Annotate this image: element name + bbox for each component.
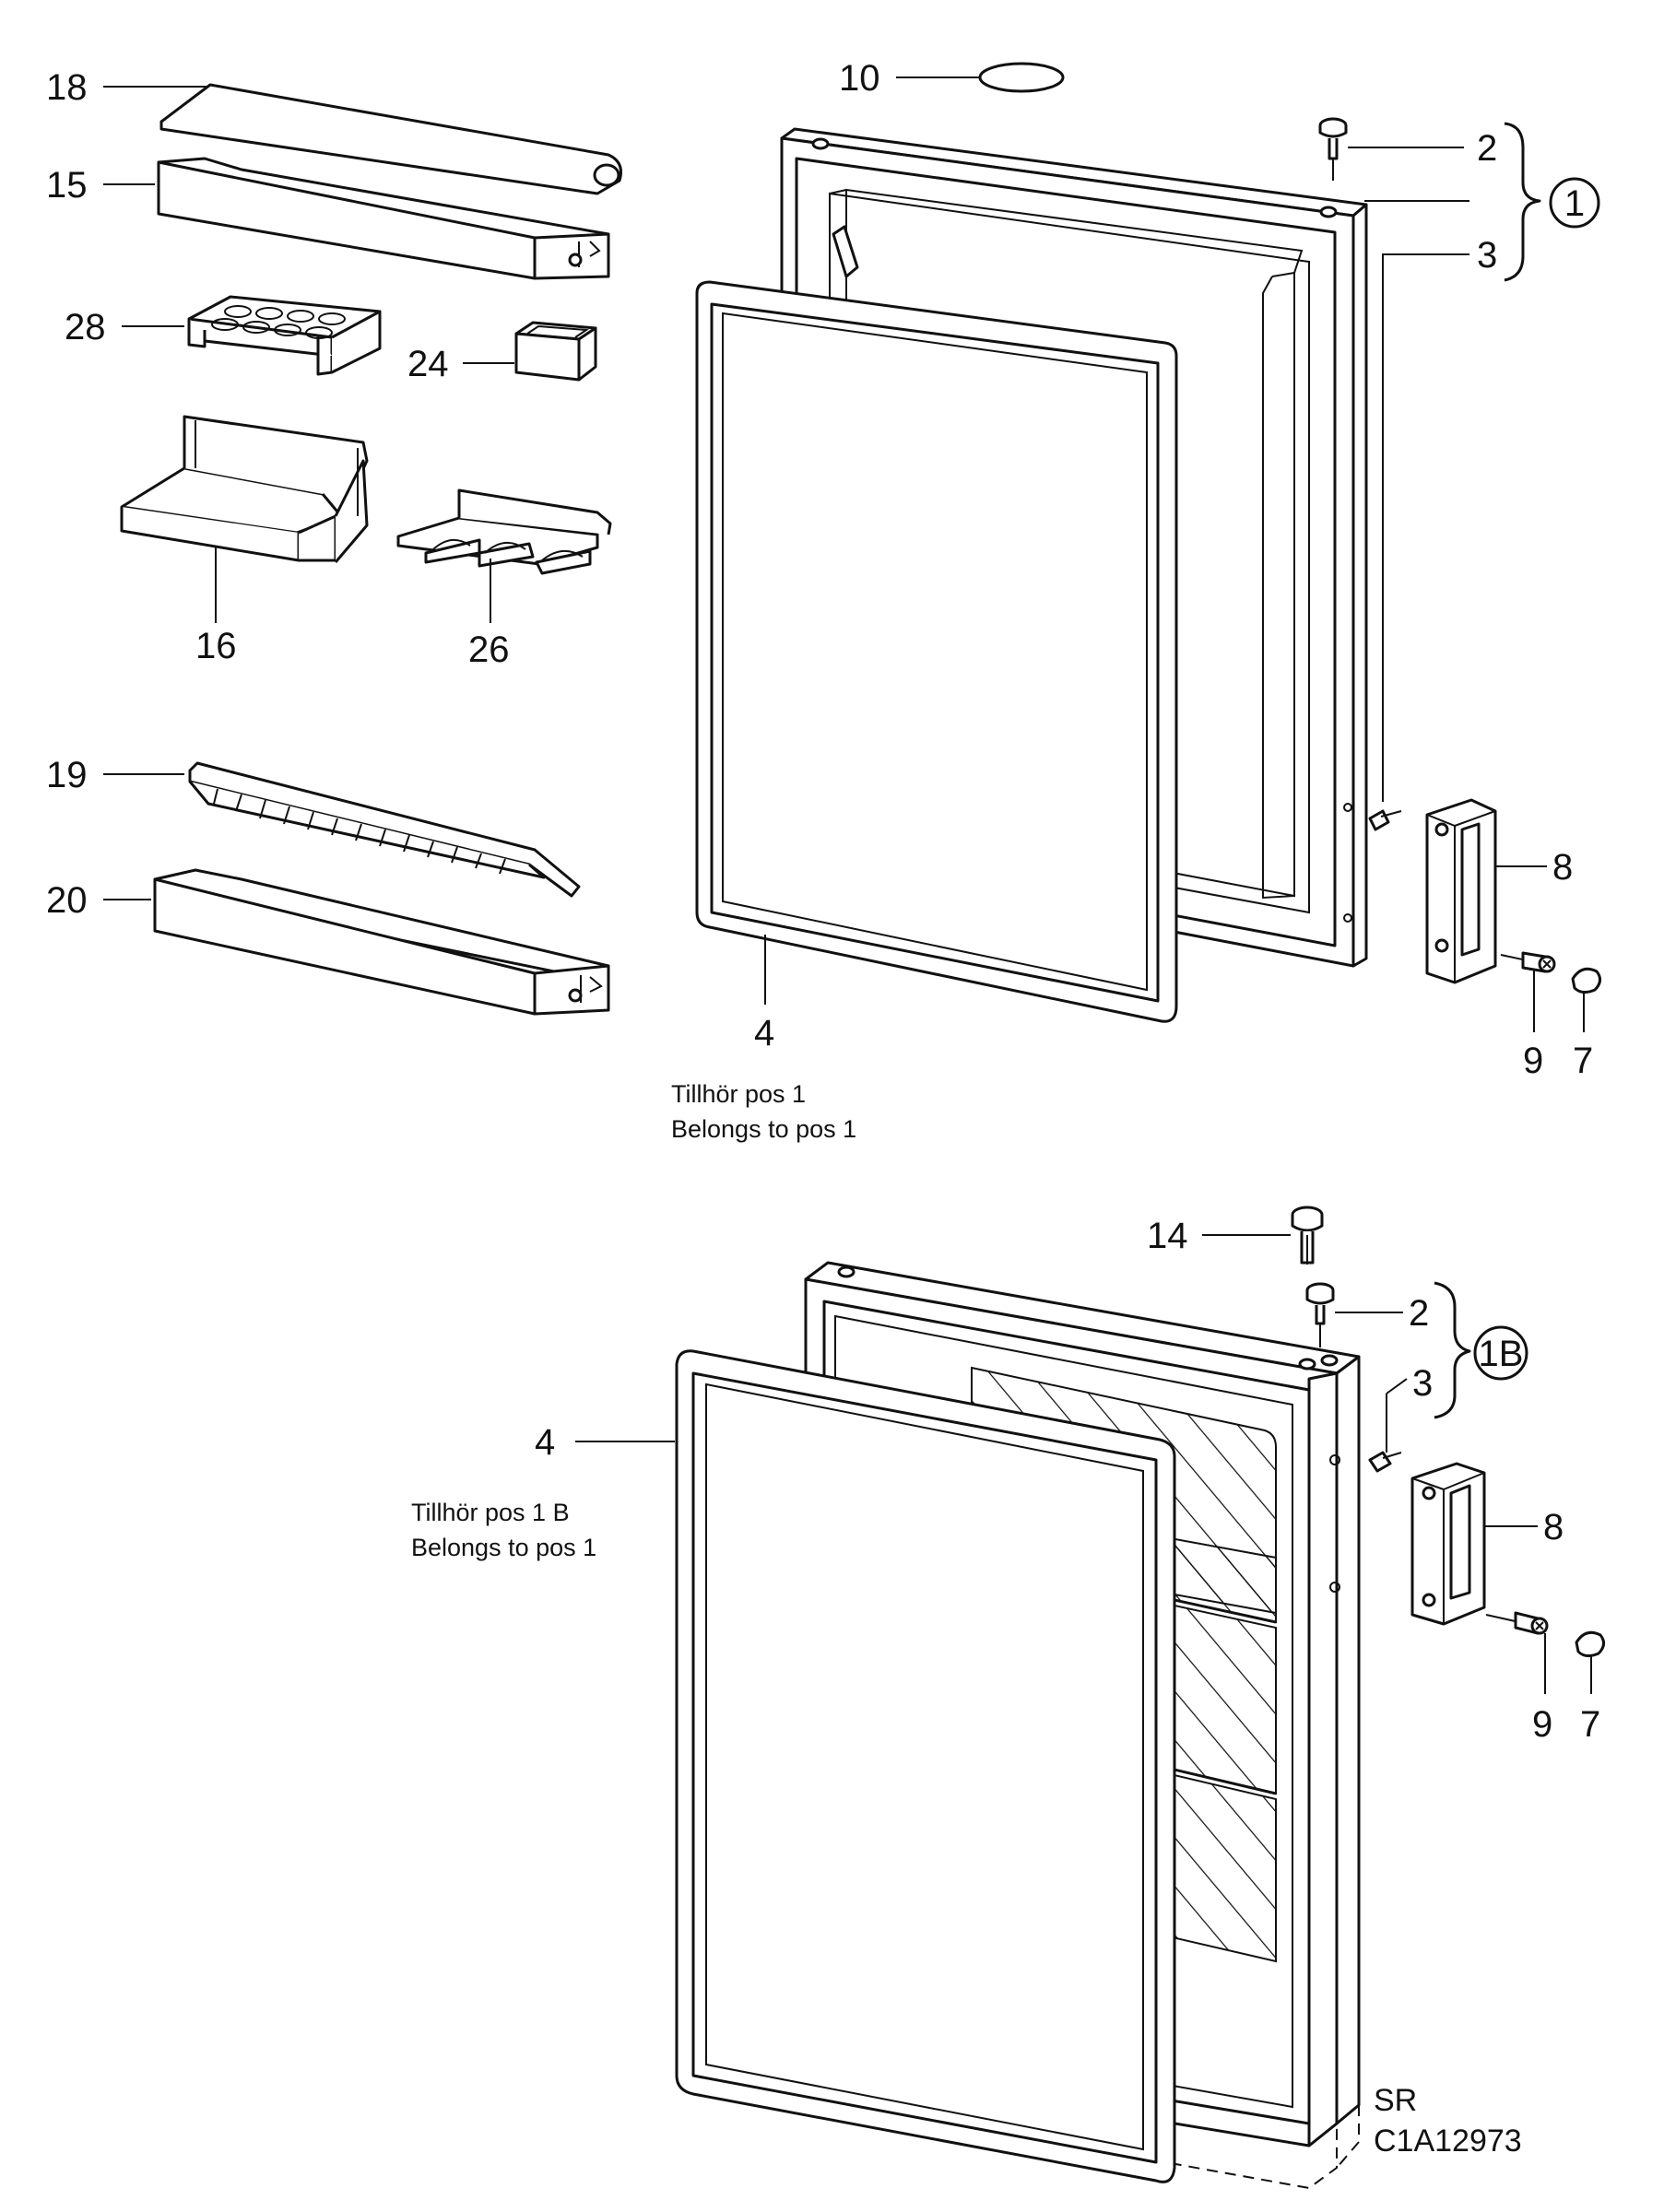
leader-3a — [1382, 253, 1469, 802]
label-20: 20 — [46, 880, 88, 921]
label-18: 18 — [46, 67, 88, 108]
part-24-small-cup — [514, 321, 597, 382]
label-7b: 7 — [1580, 1704, 1600, 1745]
label-10: 10 — [839, 58, 880, 99]
note-bottom-en: Belongs to pos 1 — [411, 1534, 596, 1561]
label-3b: 3 — [1412, 1363, 1433, 1404]
part-7b-cap — [1575, 1630, 1605, 1658]
label-24: 24 — [407, 344, 449, 384]
part-18-shelf-lid — [159, 83, 622, 195]
label-19: 19 — [46, 755, 88, 795]
label-2a: 2 — [1477, 128, 1497, 169]
label-4a: 4 — [754, 1013, 774, 1053]
part-7-cap — [1571, 967, 1601, 994]
note-bottom-sv: Tillhör pos 1 B — [411, 1499, 570, 1526]
note-top-en: Belongs to pos 1 — [671, 1115, 856, 1143]
part-20-door-shelf — [153, 868, 610, 1016]
ref-code-line-2: C1A12973 — [1374, 2124, 1522, 2159]
brace-1b — [1434, 1281, 1471, 1419]
label-16: 16 — [195, 626, 237, 666]
leader-3b — [1386, 1378, 1408, 1394]
part-8b-door-handle — [1410, 1462, 1486, 1626]
part-8-door-handle — [1425, 798, 1497, 984]
part-10-plug — [978, 62, 1065, 93]
ref-code-line-1: SR — [1374, 2083, 1417, 2118]
label-c1b: 1B — [1479, 1334, 1524, 1374]
label-3a: 3 — [1477, 235, 1497, 276]
label-2b: 2 — [1409, 1293, 1429, 1334]
label-7a: 7 — [1573, 1041, 1593, 1081]
brace-1 — [1504, 122, 1541, 282]
part-4b-door-gasket — [675, 1349, 1176, 2183]
label-14: 14 — [1147, 1216, 1188, 1256]
label-28: 28 — [65, 307, 106, 347]
part-28-egg-tray — [187, 295, 382, 376]
part-4-door-gasket — [695, 280, 1178, 1023]
label-9b: 9 — [1532, 1704, 1552, 1745]
label-9a: 9 — [1523, 1041, 1543, 1081]
part-2b-hinge-pin — [1305, 1282, 1335, 1347]
label-26: 26 — [468, 629, 510, 670]
label-15: 15 — [46, 165, 88, 206]
label-4b: 4 — [535, 1422, 555, 1463]
part-3-screw — [1368, 809, 1402, 831]
part-15-door-shelf — [157, 157, 610, 280]
part-3b-screw — [1368, 1394, 1402, 1473]
part-19-shelf-guard — [188, 761, 581, 898]
part-9b-screw — [1485, 1611, 1549, 1635]
assembly-1b-circle — [1473, 1325, 1528, 1381]
label-c1: 1 — [1564, 183, 1585, 224]
part-2-hinge-pin — [1318, 117, 1348, 181]
part-16-bottle-holder — [120, 415, 369, 563]
assembly-1-circle — [1549, 177, 1600, 229]
part-9-screw — [1500, 951, 1556, 973]
label-8a: 8 — [1552, 847, 1573, 888]
part-26-bottle-rack — [396, 488, 612, 575]
note-top-sv: Tillhör pos 1 — [671, 1080, 806, 1108]
label-8b: 8 — [1543, 1507, 1564, 1547]
part-14-hinge-pin — [1291, 1206, 1324, 1265]
